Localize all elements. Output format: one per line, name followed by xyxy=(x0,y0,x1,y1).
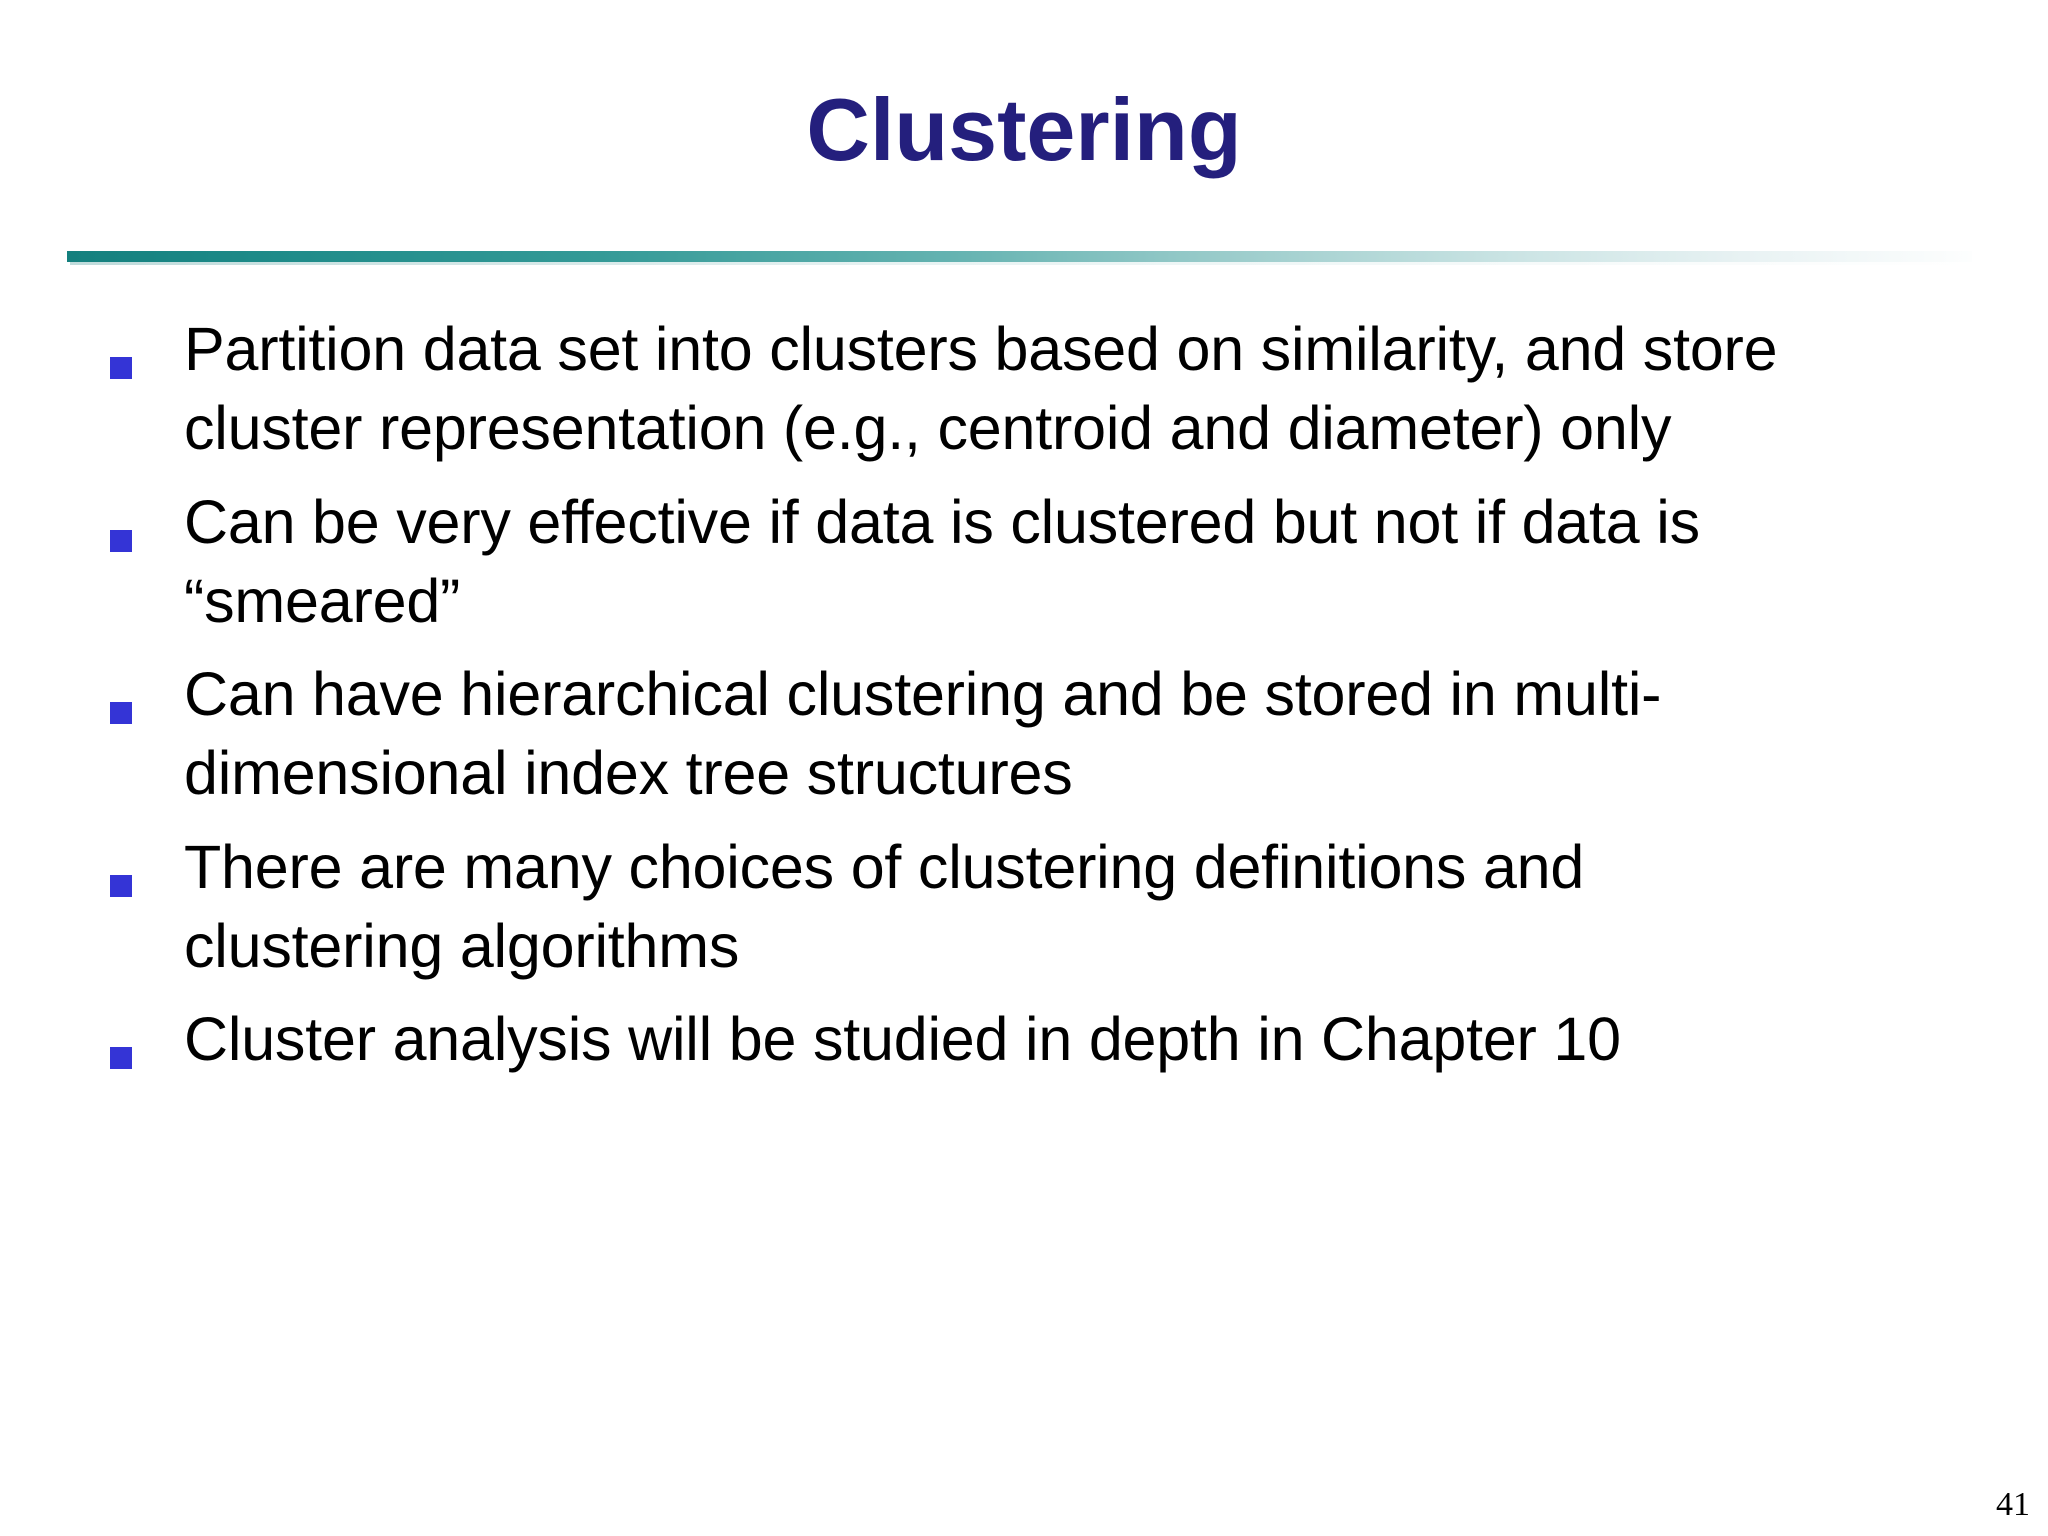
list-item-text: Partition data set into clusters based o… xyxy=(184,315,1778,463)
list-item: Can be very effective if data is cluster… xyxy=(104,483,2004,642)
bullet-list: Partition data set into clusters based o… xyxy=(104,310,2004,1094)
list-item-text: Can have hierarchical clustering and be … xyxy=(184,660,1662,808)
square-bullet-icon xyxy=(110,529,132,552)
list-item-text: Cluster analysis will be studied in dept… xyxy=(184,1005,1621,1074)
list-item: Partition data set into clusters based o… xyxy=(104,310,2004,469)
square-bullet-icon xyxy=(110,702,132,725)
square-bullet-icon xyxy=(110,1047,132,1070)
list-item-text: Can be very effective if data is cluster… xyxy=(184,487,1700,635)
list-item: There are many choices of clustering def… xyxy=(104,828,2004,987)
page-title: Clustering xyxy=(806,80,1242,179)
title-divider-rule xyxy=(67,251,1972,262)
square-bullet-icon xyxy=(110,357,132,379)
square-bullet-icon xyxy=(110,874,132,897)
page-number: 41 xyxy=(1996,1486,2030,1523)
list-item: Can have hierarchical clustering and be … xyxy=(104,655,2004,814)
title-divider-rule-shadow xyxy=(70,262,1972,265)
list-item-text: There are many choices of clustering def… xyxy=(184,832,1585,981)
list-item: Cluster analysis will be studied in dept… xyxy=(104,1000,2004,1079)
